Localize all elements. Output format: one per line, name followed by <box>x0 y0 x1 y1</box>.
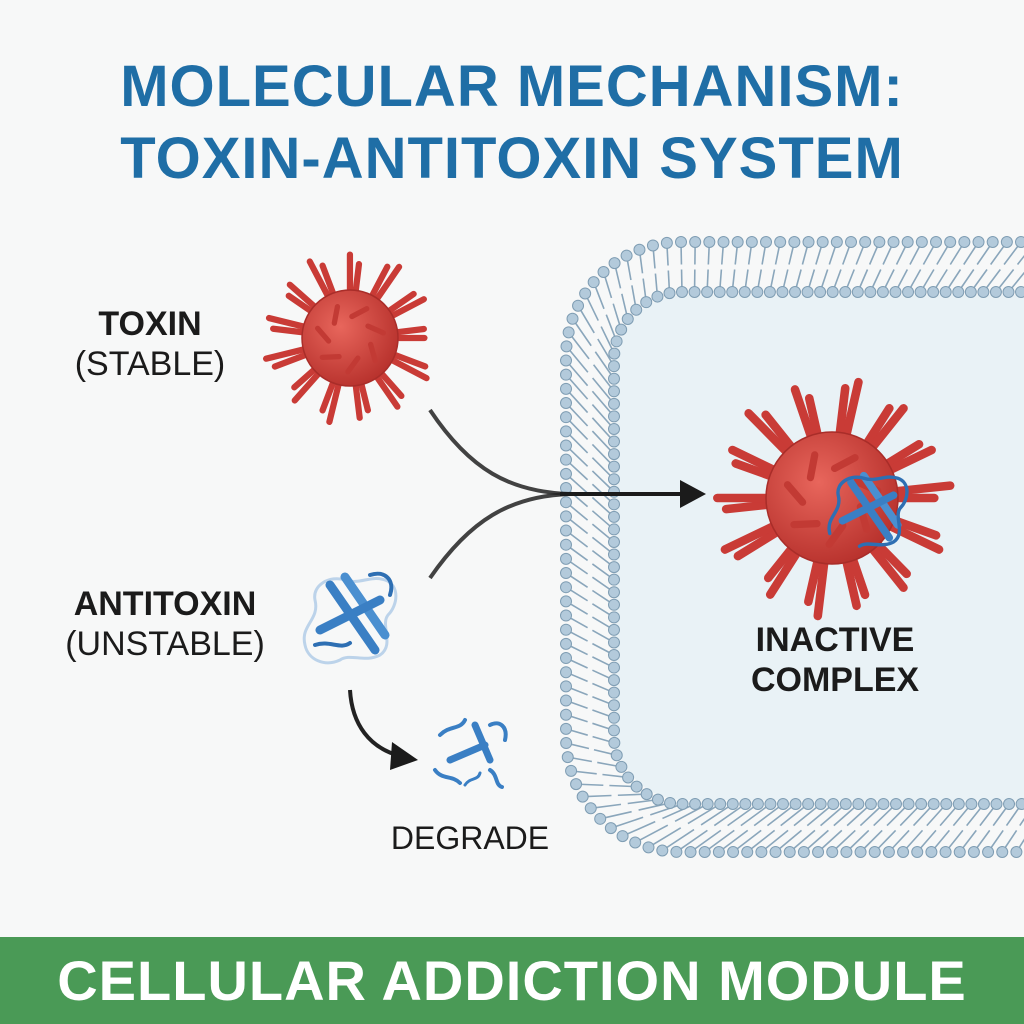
toxin-molecule-icon <box>262 251 430 426</box>
complex-line-2: COMPLEX <box>750 661 920 699</box>
complex-label: INACTIVE COMPLEX <box>720 620 950 700</box>
degrade-arrow-head-icon <box>390 742 418 770</box>
antitoxin-arrow <box>428 492 571 580</box>
toxin-label: TOXIN (STABLE) <box>60 304 240 384</box>
degrade-label: DEGRADE <box>390 820 550 856</box>
footer-banner: CELLULAR ADDICTION MODULE <box>0 937 1024 1024</box>
antitoxin-name: ANTITOXIN <box>73 585 257 623</box>
antitoxin-protein-icon <box>302 571 398 665</box>
toxin-name: TOXIN <box>98 305 202 343</box>
title-line-1: MOLECULAR MECHANISM: <box>120 54 904 119</box>
complex-line-1: INACTIVE <box>755 621 915 659</box>
arrow-head-icon <box>680 480 706 508</box>
antitoxin-label: ANTITOXIN (UNSTABLE) <box>40 584 290 664</box>
toxin-state: (STABLE) <box>74 345 226 383</box>
title-line-2: TOXIN-ANTITOXIN SYSTEM <box>120 126 904 191</box>
complex-toxin-icon <box>713 377 955 621</box>
toxin-arrow <box>428 408 571 496</box>
degraded-fragments-icon <box>433 718 508 789</box>
antitoxin-state: (UNSTABLE) <box>65 625 265 663</box>
complex-antitoxin-icon <box>827 471 909 548</box>
footer-text: CELLULAR ADDICTION MODULE <box>57 949 967 1012</box>
